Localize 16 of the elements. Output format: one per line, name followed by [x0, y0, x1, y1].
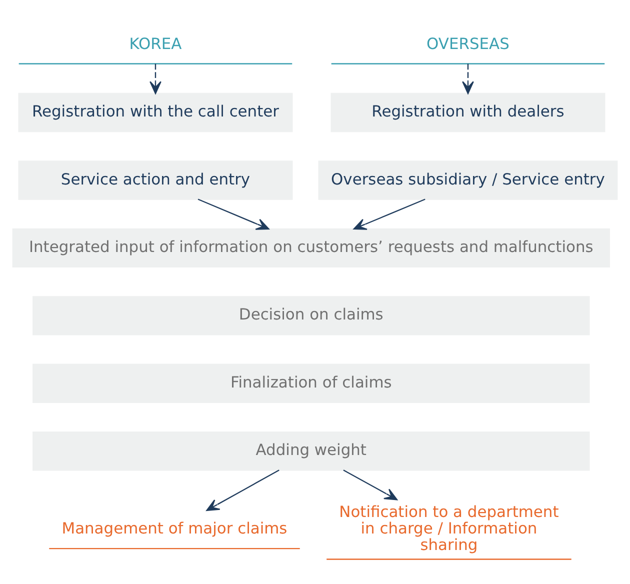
node-text: Notification to a department in charge / Information sharing [339, 502, 559, 554]
arrow [198, 198, 270, 230]
node-box: Integrated input of information on customers’ requests and malfunctions [12, 228, 610, 268]
node-box: Overseas subsidiary / Service entry [318, 160, 618, 200]
node-box: Registration with dealers [330, 92, 606, 132]
node-box: Adding weight [32, 431, 590, 470]
node-box: Service action and entry [18, 160, 293, 200]
node-text: Management of major claims [62, 519, 288, 538]
arrow [150, 63, 162, 94]
arrow [353, 198, 426, 230]
arrow [462, 63, 474, 94]
node-text: KOREA [129, 34, 182, 52]
arrow [206, 469, 280, 510]
node-text: OVERSEAS [426, 34, 510, 52]
arrow [343, 469, 398, 500]
node-box: Registration with the call center [18, 92, 293, 132]
